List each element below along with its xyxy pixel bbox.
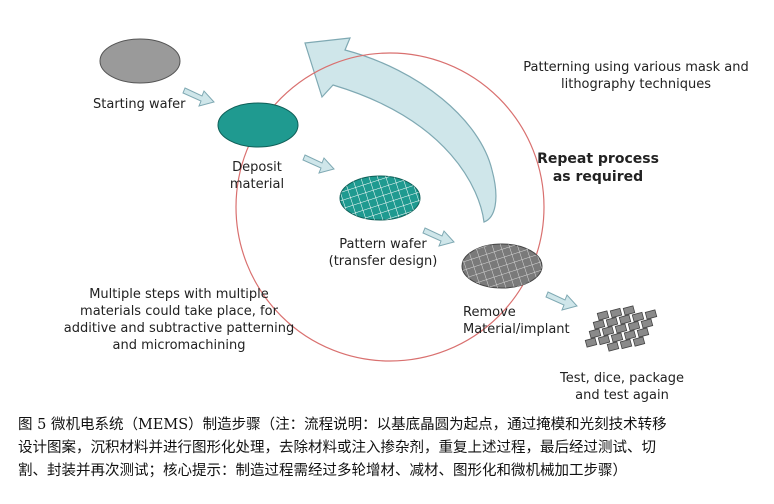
chip xyxy=(596,310,610,321)
chip xyxy=(631,311,645,323)
label-pattern-wafer: Pattern wafer (transfer design) xyxy=(328,237,438,269)
repeat-cycle-circle xyxy=(235,52,545,362)
caption-line: 设计图案，沉积材料并进行图形化处理，去除材料或注入掺杂剂，重复上述过程，最后经过… xyxy=(18,440,656,456)
step-arrow-1 xyxy=(182,87,215,107)
chip xyxy=(584,337,598,348)
chip xyxy=(597,334,611,346)
chip xyxy=(614,323,628,334)
mems-process-diagram: Starting wafer Deposit material Pattern … xyxy=(63,37,749,403)
etched-wafer xyxy=(461,243,543,289)
chip xyxy=(618,314,632,325)
step-arrow-2 xyxy=(302,154,335,174)
chip xyxy=(588,328,602,339)
chip xyxy=(622,305,636,316)
label-repeat-process: Repeat process as required xyxy=(537,151,659,185)
chip xyxy=(592,319,606,330)
figure-caption: 图 5 微机电系统（MEMS）制造步骤（注：流程说明：以基底晶圆为起点，通过掩模… xyxy=(18,414,760,483)
diagram-graphics xyxy=(99,37,658,362)
patterned-wafer xyxy=(339,175,421,221)
label-patterning-note: Patterning using various mask and lithog… xyxy=(523,60,749,92)
label-remove-material: Remove Material/implant xyxy=(463,305,570,337)
diced-chips xyxy=(584,305,658,352)
starting-wafer xyxy=(99,38,181,84)
label-multiple-steps: Multiple steps with multiple materials c… xyxy=(63,287,295,353)
step-arrow-4 xyxy=(545,291,578,311)
chip xyxy=(605,316,619,328)
chip xyxy=(609,307,623,319)
chip xyxy=(636,327,650,338)
deposit-wafer xyxy=(217,102,299,148)
caption-line: 割、封装并再次测试；核心提示：制造过程需经过多轮增材、减材、图形化和微机械加工步… xyxy=(18,463,627,479)
repeat-curved-arrow xyxy=(304,37,497,223)
chip xyxy=(640,318,654,329)
chip xyxy=(627,320,641,332)
step-arrow-3 xyxy=(422,227,455,247)
chip xyxy=(606,341,620,352)
chip xyxy=(610,332,624,343)
chip xyxy=(619,338,633,350)
chip xyxy=(644,309,658,320)
chip xyxy=(623,329,637,341)
label-test-dice: Test, dice, package and test again xyxy=(559,371,685,403)
label-deposit-material: Deposit material xyxy=(229,160,285,192)
chip xyxy=(632,336,646,347)
label-starting-wafer: Starting wafer xyxy=(93,97,186,112)
chip xyxy=(601,325,615,337)
caption-line: 图 5 微机电系统（MEMS）制造步骤（注：流程说明：以基底晶圆为起点，通过掩模… xyxy=(18,417,667,433)
